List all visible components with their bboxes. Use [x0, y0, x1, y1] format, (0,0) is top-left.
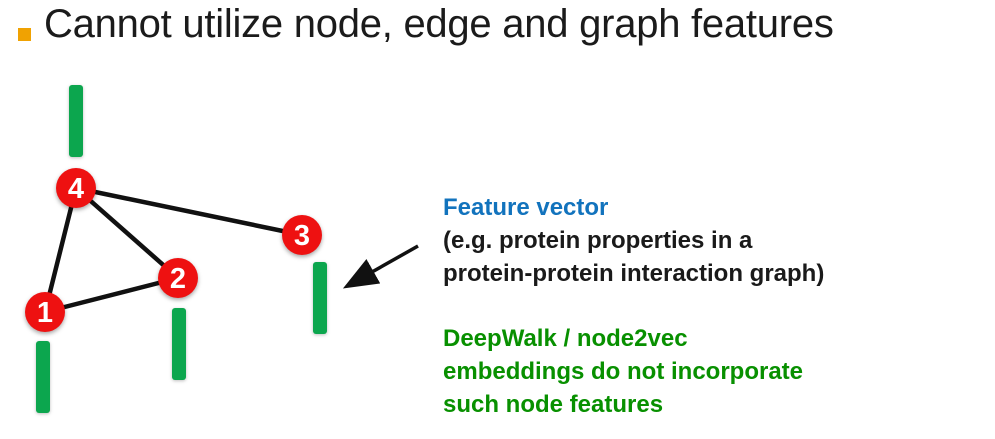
embedding-note-line-3: such node features [443, 391, 664, 418]
graph-node-3: 3 [282, 215, 322, 255]
embedding-note-line-2: embeddings do not incorporate [443, 358, 804, 385]
feature-bar-node-2 [172, 308, 186, 380]
node-label: 3 [294, 220, 310, 252]
graph-node-2: 2 [158, 258, 198, 298]
feature-bar-node-3 [313, 262, 327, 334]
page-title: Cannot utilize node, edge and graph feat… [44, 2, 834, 46]
node-label: 2 [170, 263, 186, 295]
edge-1-4 [42, 185, 79, 315]
feature-bar-node-1 [36, 341, 50, 413]
bullet-square-icon [18, 28, 31, 41]
feature-vector-annotation: Feature vector (e.g. protein properties … [443, 191, 824, 290]
node-circle [158, 258, 198, 298]
feature-vector-desc-line-2: protein-protein interaction graph) [443, 260, 825, 287]
embedding-note-line-1: DeepWalk / node2vec [443, 325, 688, 352]
node-label: 1 [37, 297, 53, 329]
pointer-arrow [342, 244, 419, 289]
feature-bar-node-4 [69, 85, 83, 157]
edge-2-4 [73, 185, 181, 281]
node-circle [282, 215, 322, 255]
embedding-note: DeepWalk / node2vec embeddings do not in… [443, 322, 803, 421]
node-circle [56, 168, 96, 208]
graph-node-1: 1 [25, 292, 65, 332]
feature-vector-desc-line-1: (e.g. protein properties in a [443, 227, 753, 254]
graph-node-4: 4 [56, 168, 96, 208]
feature-vector-heading: Feature vector [443, 194, 609, 221]
node-label: 4 [68, 173, 84, 205]
node-circle [25, 292, 65, 332]
edge-3-4 [73, 185, 305, 238]
edge-1-2 [42, 275, 181, 315]
